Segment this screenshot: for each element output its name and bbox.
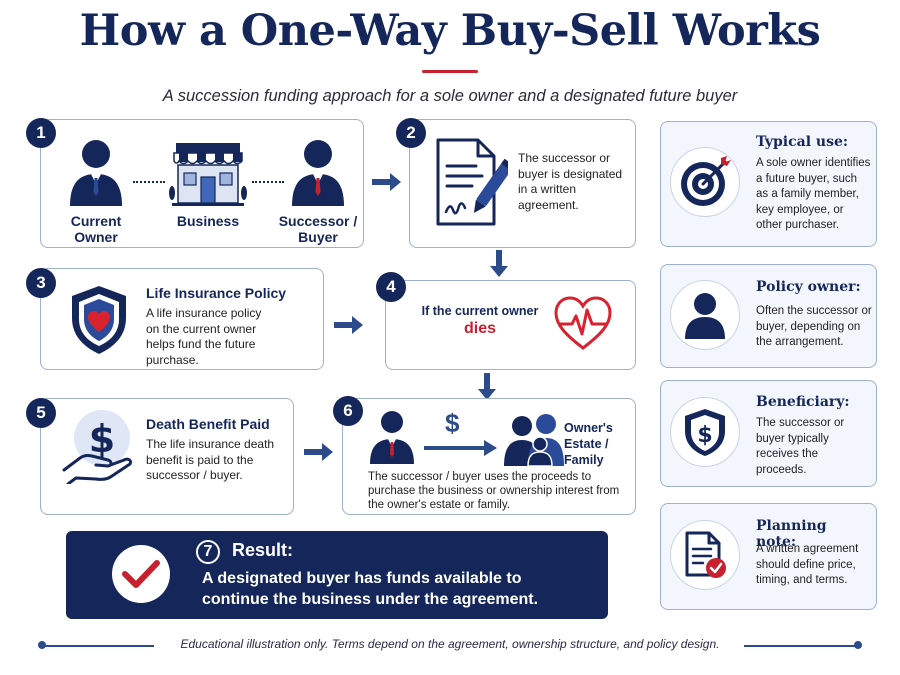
person-icon [685, 293, 725, 339]
arrow-right-icon [372, 172, 402, 197]
page-subtitle: A succession funding approach for a sole… [162, 87, 738, 105]
sidebar-icon-circle [670, 147, 740, 217]
buyer-icon [288, 134, 348, 206]
result-heading: Result: [232, 540, 294, 560]
buyer-small-icon [368, 408, 416, 464]
step-3-card [40, 268, 324, 370]
step-6-dollar: $ [445, 408, 460, 438]
svg-text:$: $ [697, 423, 712, 448]
step-3-text: A life insurance policy on the current o… [146, 306, 262, 367]
footer-line-left [44, 645, 154, 647]
step-3-heading: Life Insurance Policy [146, 285, 287, 301]
arrow-down-icon [489, 250, 509, 283]
sidebar-icon-circle: $ [670, 397, 740, 467]
buyer-label: Successor / Buyer [278, 213, 358, 245]
arrow-right-icon [334, 315, 364, 340]
shield-dollar-icon: $ [685, 409, 725, 456]
step-1-badge: 1 [26, 118, 56, 148]
step-4-text: If the current owner dies [405, 304, 555, 338]
sidebar-text: Often the successor or buyer, depending … [756, 305, 872, 348]
arrow-right-icon [304, 442, 334, 467]
contract-pen-icon [432, 136, 515, 228]
estate-label: Owner's Estate / Family [564, 421, 613, 467]
sidebar-card-typical-use [660, 121, 877, 247]
step-4-text-a: If the current owner [421, 304, 539, 318]
owner-icon [66, 134, 126, 206]
heartbeat-icon [552, 294, 614, 352]
checkmark-icon [122, 560, 160, 588]
sidebar-text: A written agreement should define price,… [756, 543, 859, 586]
document-check-icon [685, 531, 726, 578]
sidebar-icon-circle [670, 520, 740, 590]
sidebar-text: The successor or buyer typically receive… [756, 417, 845, 476]
step-2-text: The successor or buyer is designated in … [518, 151, 623, 212]
result-number: 7 [196, 540, 220, 564]
step-4-badge: 4 [376, 272, 406, 302]
sidebar-title: Policy owner: [756, 279, 861, 295]
business-label: Business [176, 213, 240, 229]
footer-dot-right [854, 641, 862, 649]
page-title: How a One-Way Buy-Sell Works [79, 6, 821, 56]
family-icon [502, 412, 564, 467]
connector-dots-right [252, 181, 284, 183]
owner-label: Current Owner [70, 213, 122, 245]
arrow-down-icon [477, 373, 497, 406]
title-underline [422, 70, 478, 73]
result-check-circle [112, 545, 170, 603]
business-building-icon [168, 141, 248, 207]
shield-heart-icon [68, 284, 130, 356]
result-text: A designated buyer has funds available t… [202, 570, 539, 608]
footer-dot-left [38, 641, 46, 649]
sidebar-title: Beneficiary: [756, 394, 850, 410]
sidebar-text: A sole owner identifies a future buyer, … [756, 157, 871, 231]
sidebar-title: Planning note: [756, 518, 827, 550]
step-2-badge: 2 [396, 118, 426, 148]
connector-dots-left [133, 181, 165, 183]
step-6-text: The successor / buyer uses the proceeds … [368, 471, 620, 511]
sidebar-title: Typical use: [756, 134, 849, 150]
step-5-badge: 5 [26, 398, 56, 428]
step-5-heading: Death Benefit Paid [146, 416, 270, 432]
step-3-badge: 3 [26, 268, 56, 298]
hand-dollar-icon: $ [62, 408, 142, 486]
step-5-text: The life insurance death benefit is paid… [146, 437, 275, 482]
sidebar-icon-circle [670, 280, 740, 350]
svg-text:$: $ [89, 417, 115, 461]
footer-line-right [744, 645, 856, 647]
footer-disclaimer: Educational illustration only. Terms dep… [180, 637, 720, 651]
step-4-text-b: dies [463, 320, 496, 337]
arrow-right-icon [424, 439, 498, 462]
target-icon [681, 156, 731, 206]
step-6-badge: 6 [333, 396, 363, 426]
